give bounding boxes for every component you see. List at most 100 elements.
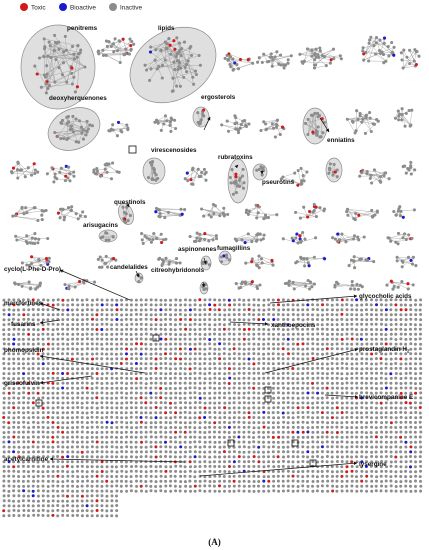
network-node: [80, 313, 84, 317]
network-node: [316, 313, 320, 317]
network-node: [345, 372, 349, 376]
network-node: [55, 41, 59, 45]
network-node: [27, 396, 31, 400]
network-node: [281, 430, 285, 434]
network-node: [105, 328, 109, 331]
network-node: [408, 48, 412, 52]
network-node: [355, 109, 359, 113]
network-node: [361, 49, 365, 53]
network-node: [110, 362, 114, 365]
network-node: [41, 352, 45, 356]
network-node: [185, 70, 189, 74]
network-node: [247, 430, 251, 434]
network-node: [72, 174, 76, 178]
network-node: [66, 381, 69, 385]
network-edge: [414, 51, 417, 62]
network-node: [276, 421, 280, 425]
network-edge: [56, 178, 71, 181]
network-node: [154, 386, 158, 390]
network-node: [399, 401, 403, 405]
network-node: [105, 455, 109, 459]
network-node: [277, 435, 281, 439]
network-node: [237, 298, 241, 302]
network-node: [326, 317, 330, 321]
network-node: [32, 420, 35, 424]
network-node: [286, 396, 290, 400]
network-node: [183, 372, 187, 376]
network-node: [213, 450, 217, 454]
network-node: [91, 298, 94, 302]
network-node: [222, 337, 226, 341]
network-node: [325, 416, 329, 420]
network-node: [358, 174, 362, 178]
network-node: [135, 426, 138, 430]
network-node: [31, 435, 35, 439]
network-node: [291, 381, 295, 385]
network-node: [100, 470, 104, 473]
network-node: [237, 323, 241, 327]
network-node: [330, 308, 334, 312]
network-node: [71, 440, 75, 444]
network-node: [53, 172, 57, 176]
network-node: [100, 421, 104, 424]
network-node: [17, 332, 20, 336]
network-edge: [341, 233, 354, 240]
network-node: [110, 415, 114, 419]
network-nodes: [2, 33, 423, 518]
network-node: [173, 415, 177, 419]
network-node: [311, 440, 315, 444]
network-node: [218, 396, 221, 400]
network-node: [355, 381, 359, 385]
network-node: [374, 391, 378, 395]
network-node: [355, 282, 359, 286]
network-node: [240, 238, 244, 242]
network-edge: [31, 256, 47, 259]
network-node: [183, 391, 187, 395]
network-node: [316, 376, 320, 380]
network-node: [105, 357, 109, 361]
network-node: [81, 455, 85, 459]
network-node: [281, 425, 285, 429]
network-node: [163, 303, 167, 307]
network-node: [404, 381, 408, 385]
network-node: [286, 337, 290, 341]
network-node: [110, 460, 113, 464]
network-edge: [176, 37, 182, 56]
network-node: [17, 282, 21, 287]
network-node: [360, 313, 364, 317]
network-node: [193, 440, 197, 444]
network-node: [86, 367, 90, 371]
network-node: [335, 450, 339, 454]
network-node: [32, 455, 36, 459]
network-node: [2, 420, 6, 424]
network-node: [311, 308, 315, 311]
network-node: [374, 367, 378, 371]
network-node: [277, 303, 280, 307]
network-node: [370, 332, 374, 336]
network-node: [414, 313, 418, 317]
network-node: [80, 386, 84, 390]
network-node: [223, 411, 227, 415]
network-node: [36, 376, 40, 380]
network-node: [85, 465, 89, 469]
network-node: [159, 352, 163, 356]
network-node: [105, 367, 109, 371]
network-node: [242, 303, 246, 307]
network-node: [271, 391, 275, 395]
network-node: [108, 129, 112, 133]
network-node: [291, 323, 295, 327]
network-node: [21, 460, 25, 464]
network-node: [166, 210, 171, 214]
network-node: [184, 352, 187, 356]
network-node: [291, 455, 295, 459]
network-node: [163, 114, 168, 118]
network-node: [237, 313, 241, 316]
network-node: [81, 391, 85, 395]
network-node: [345, 322, 349, 326]
network-node: [129, 469, 133, 473]
network-node: [85, 357, 89, 361]
network-node: [159, 366, 163, 370]
network-node: [350, 435, 354, 439]
network-node: [374, 460, 378, 464]
network-node: [198, 318, 202, 322]
